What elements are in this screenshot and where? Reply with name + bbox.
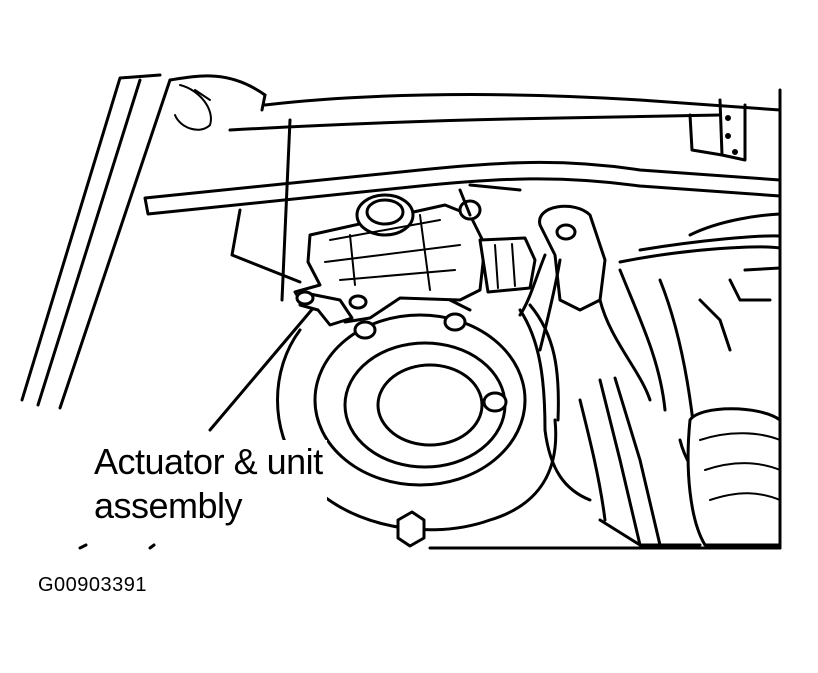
- strut-tower: [276, 298, 558, 548]
- callout-line-2: assembly: [94, 485, 243, 526]
- engine-cover: [686, 266, 782, 547]
- hoses: [518, 212, 782, 547]
- callout-label: Actuator & unit assembly: [90, 440, 327, 528]
- reservoir: [518, 204, 607, 352]
- callout-line-1: Actuator & unit: [94, 441, 323, 482]
- actuator-unit: [293, 183, 537, 327]
- fender-lines: [20, 73, 267, 410]
- figure-id: G00903391: [38, 574, 148, 596]
- inner-wall: [78, 118, 322, 550]
